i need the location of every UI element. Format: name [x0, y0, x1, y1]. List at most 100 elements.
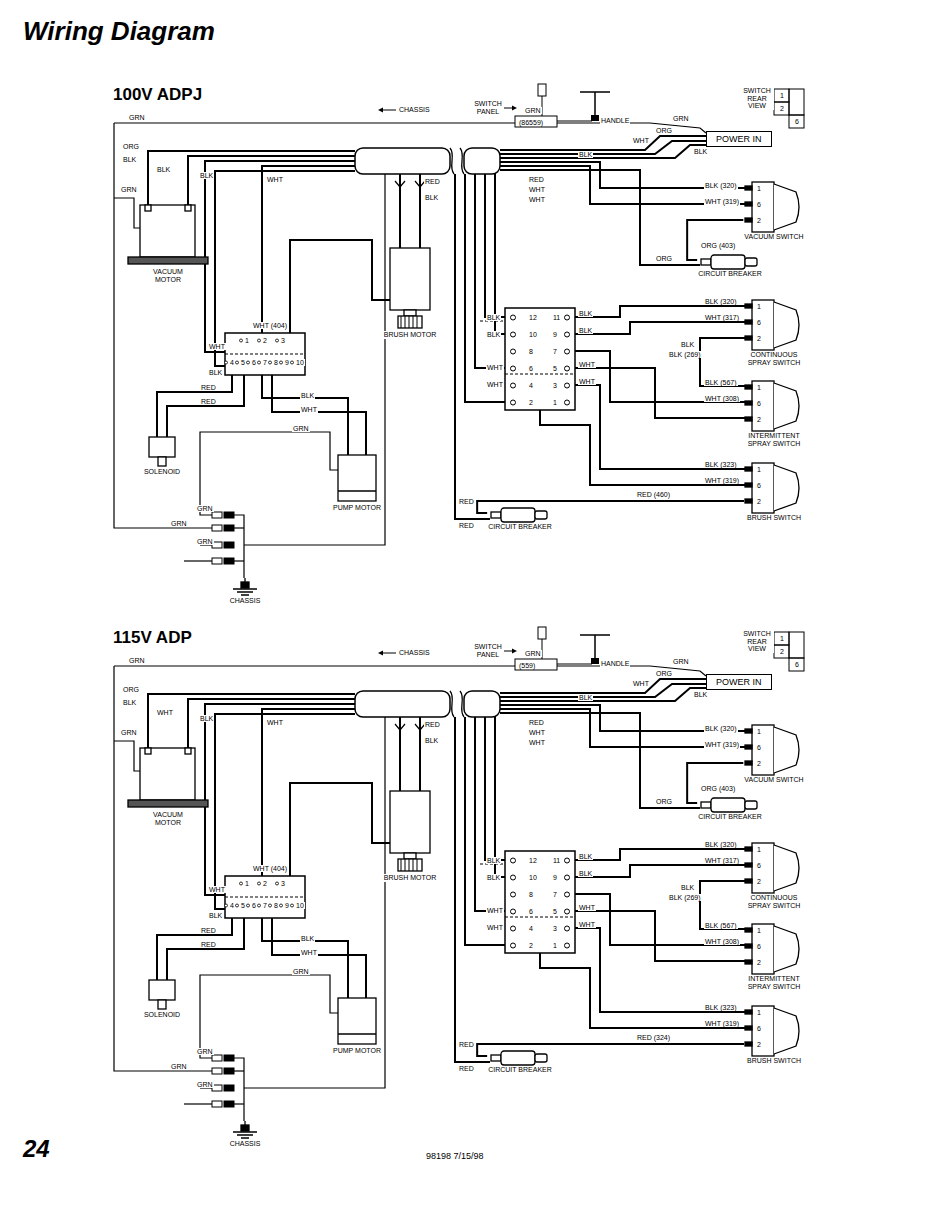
component-symbol	[233, 578, 257, 596]
wire-label: GRN	[196, 1048, 214, 1055]
connector-chevron	[395, 724, 425, 730]
terminal-pin	[565, 332, 570, 337]
switch-terminal	[745, 944, 752, 948]
wire-label: 10	[528, 331, 538, 338]
component-label: BRUSH MOTOR	[383, 874, 437, 882]
switch-terminal	[745, 1010, 752, 1014]
terminal-pin	[269, 904, 272, 907]
wire-label: RED	[200, 384, 217, 391]
wire-label: BLK	[693, 691, 708, 698]
wire-label: 6	[528, 908, 534, 915]
terminal-pin	[291, 904, 294, 907]
motor-base	[128, 800, 208, 807]
wire-label: 8	[528, 348, 534, 355]
wire-label: 2	[756, 1041, 762, 1048]
wire-label: 8	[273, 359, 279, 366]
switch-terminal	[745, 847, 752, 851]
wire-label: 1	[552, 942, 558, 949]
motor-terminal	[185, 205, 191, 211]
component-symbol	[744, 1006, 804, 1056]
breaker-button	[535, 511, 547, 519]
wire	[700, 338, 746, 386]
wire-label: ORG	[122, 686, 140, 693]
switch-rocker	[774, 184, 799, 230]
component: BRUSH MOTOR	[383, 791, 437, 882]
harness-tube	[464, 691, 500, 717]
wire	[575, 928, 746, 1012]
wire-label: BLK (320)	[704, 841, 738, 848]
brush-head	[398, 316, 422, 328]
wire	[262, 918, 348, 998]
wire	[290, 240, 390, 333]
wire-connector	[687, 220, 743, 260]
switch-terminal	[745, 336, 752, 340]
ground-symbol	[233, 1121, 257, 1138]
wire	[399, 717, 401, 791]
breaker-button	[745, 801, 757, 809]
wire-label: WHT (319)	[704, 741, 740, 748]
wire	[465, 717, 505, 945]
wire-label: WHT (308)	[704, 938, 740, 945]
wire-label: HANDLE	[600, 117, 630, 124]
wire	[500, 684, 706, 697]
wire-label: WHT	[486, 381, 504, 388]
component-label: CONTINUOUS SPRAY SWITCH	[738, 894, 810, 910]
wire-label: 1	[756, 728, 762, 735]
wire	[700, 881, 746, 929]
motor-body	[140, 205, 195, 257]
pin-table-cell	[774, 632, 789, 645]
terminal-pin	[565, 943, 570, 948]
wire-label: 2	[756, 878, 762, 885]
switch-terminal	[745, 761, 752, 765]
wire-label: 6	[794, 118, 800, 125]
component-label: PUMP MOTOR	[332, 1047, 382, 1055]
wire-label: 10	[295, 902, 305, 909]
pin-table-cell	[789, 632, 804, 658]
terminal-pin	[258, 361, 261, 364]
wire-label: 5	[552, 908, 558, 915]
component-symbol	[744, 381, 804, 431]
component-symbol	[744, 843, 804, 893]
terminal-divider	[225, 897, 305, 898]
component: CHASSIS	[229, 1121, 262, 1148]
component: BRUSH SWITCH	[744, 1006, 804, 1065]
pin-table-cell	[789, 89, 804, 115]
component: POWER IN	[706, 131, 772, 147]
breaker-lead	[491, 1055, 501, 1061]
component-label: VACUUM MOTOR	[147, 811, 189, 827]
wire-label: 10	[528, 874, 538, 881]
component: POWER IN	[706, 674, 772, 690]
wire-connector	[477, 501, 744, 513]
wire-label: (86559)	[518, 119, 544, 126]
wire-label: ORG	[655, 255, 673, 262]
wire-label: WHT	[208, 343, 226, 350]
ground-connector	[212, 525, 222, 531]
harness-break	[450, 691, 464, 717]
wire-label: 9	[284, 902, 290, 909]
wire-label: 2	[779, 105, 785, 112]
ground-box	[515, 659, 557, 670]
terminal-pin	[258, 882, 261, 885]
component-symbol	[149, 437, 175, 467]
wire	[272, 375, 366, 455]
terminal-pin	[565, 909, 570, 914]
wire-label: BLK	[578, 853, 593, 860]
wire-label: WHT	[578, 904, 596, 911]
ground-wire	[114, 666, 212, 1071]
wire-label: 2	[756, 498, 762, 505]
wire-label: GRN	[128, 114, 146, 121]
wire-label: BLK (320)	[704, 182, 738, 189]
switch-rocker	[774, 465, 799, 511]
wire-label: WHT	[528, 729, 546, 736]
handle-symbol	[591, 115, 599, 121]
switch-terminal	[745, 320, 752, 324]
wire-label: WHT	[528, 186, 546, 193]
component-label: CIRCUIT BREAKER	[697, 270, 763, 278]
wire-label: 1	[756, 846, 762, 853]
component: PUMP MOTOR	[332, 455, 382, 512]
wire-label: WHT	[300, 949, 318, 956]
wire-label: 6	[756, 482, 762, 489]
component-symbol	[744, 463, 804, 513]
wire	[188, 156, 355, 205]
